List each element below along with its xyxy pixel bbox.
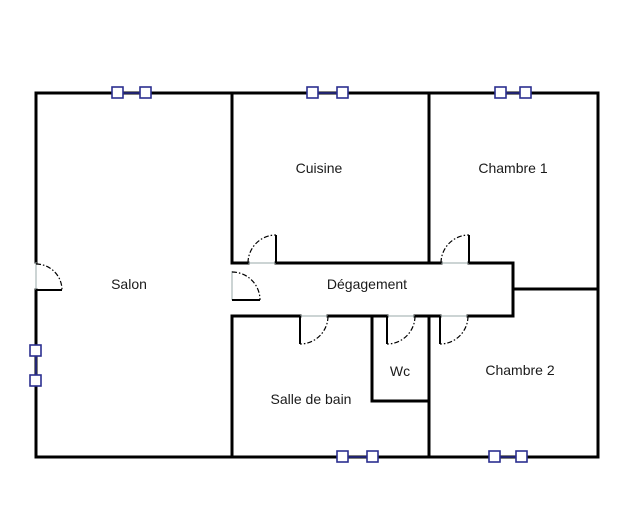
- chambre1-door-icon: [440, 234, 470, 264]
- window-icon: [336, 450, 379, 463]
- salon-door-icon: [231, 271, 261, 301]
- chambre2-door-icon: [439, 315, 469, 345]
- window-icon: [494, 86, 532, 99]
- cuisine-door-icon: [247, 234, 277, 264]
- room-label-salon: Salon: [111, 276, 147, 292]
- doors: [35, 234, 470, 345]
- window-icon: [306, 86, 349, 99]
- room-label-cuisine: Cuisine: [296, 160, 343, 176]
- room-label-wc: Wc: [390, 363, 410, 379]
- walls: [34, 91, 600, 459]
- room-label-degagement: Dégagement: [327, 276, 407, 292]
- window-icon: [29, 344, 42, 387]
- room-label-salle-de-bain: Salle de bain: [271, 391, 352, 407]
- wc-door-icon: [386, 315, 416, 345]
- room-label-chambre-2: Chambre 2: [485, 362, 554, 378]
- salle-de-bain-door-icon: [299, 315, 329, 345]
- salon-entrance-door-icon: [35, 262, 63, 291]
- room-label-chambre-1: Chambre 1: [478, 160, 547, 176]
- window-icon: [488, 450, 528, 463]
- window-icon: [111, 86, 152, 99]
- room-labels: Salon Cuisine Chambre 1 Dégagement Chamb…: [111, 160, 555, 407]
- windows: [29, 86, 532, 463]
